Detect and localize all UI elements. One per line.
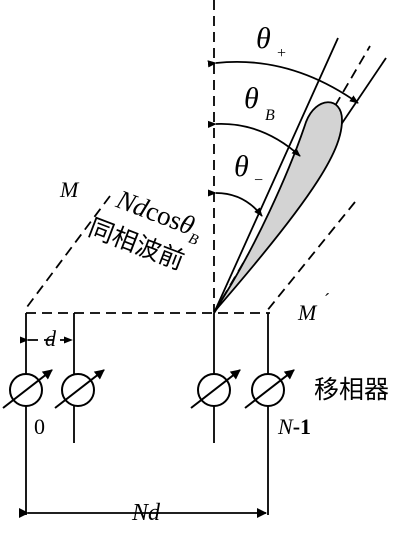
theta-minus-arc — [207, 189, 263, 217]
theta-plus-subscript: + — [277, 45, 286, 62]
phase-shifter-label: 移相器 — [314, 375, 389, 404]
element-index-last: N-1 — [277, 414, 311, 439]
theta-plus-arc — [207, 60, 359, 104]
element-spacing-label: d — [45, 326, 57, 351]
wavefront-marker-m-prime: M — [297, 300, 318, 325]
wavefront-line-right — [265, 201, 356, 313]
phase-shifter-1 — [54, 369, 105, 409]
wavefront-marker-prime: ´ — [324, 290, 330, 310]
nd-cos-theta-b-label: NdcosθB — [110, 184, 207, 249]
element-index-first: 0 — [34, 414, 45, 439]
wavefront-annotation: NdcosθB 同相波前 — [85, 184, 207, 276]
phase-shifter-n-2 — [190, 369, 241, 409]
theta-minus-subscript: − — [254, 172, 263, 189]
wavefront-marker-m: M — [59, 177, 80, 202]
wavefront-line-left — [23, 195, 111, 312]
theta-b-label: θ — [244, 82, 259, 115]
theta-plus-label: θ — [256, 22, 271, 55]
array-length-label: Nd — [131, 500, 161, 526]
theta-minus-label: θ — [234, 150, 249, 183]
phase-shifter-0 — [2, 369, 53, 409]
phase-shifter-n-1 — [244, 369, 295, 409]
main-beam-lobe — [213, 101, 343, 313]
theta-b-arc — [207, 120, 301, 157]
theta-b-subscript: B — [265, 107, 275, 124]
